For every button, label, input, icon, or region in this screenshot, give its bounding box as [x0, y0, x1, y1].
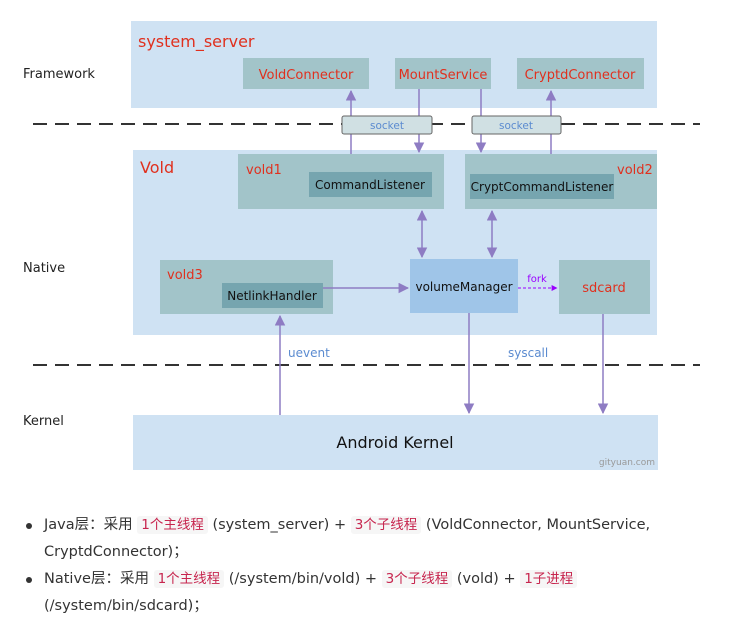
note-native-layer: Native层：采用 1个主线程 (/system/bin/vold) + 3个…	[20, 566, 720, 620]
vold-title: Vold	[140, 158, 174, 177]
netlink-handler-box	[222, 283, 323, 308]
crypt-command-listener-label: CryptCommandListener	[471, 180, 614, 194]
vold1-label: vold1	[246, 163, 282, 178]
crypt-command-listener-box	[470, 174, 614, 199]
vold-connector-box	[243, 58, 369, 89]
mount-service-box	[395, 58, 491, 89]
vold-connector-label: VoldConnector	[259, 68, 354, 83]
vold3-label: vold3	[167, 268, 203, 283]
command-listener-label: CommandListener	[315, 178, 425, 192]
socket-box-1	[341, 115, 433, 135]
layer-label-framework: Framework	[23, 67, 95, 82]
code-sub-process: 1子进程	[520, 570, 578, 588]
socket-label-1: socket	[370, 120, 404, 132]
note-java-layer: Java层：采用 1个主线程 (system_server) + 3个子线程 (…	[20, 512, 720, 566]
cryptd-connector-box	[517, 58, 644, 89]
layer-label-native: Native	[23, 261, 65, 276]
android-kernel-box	[133, 415, 658, 470]
netlink-handler-label: NetlinkHandler	[227, 289, 317, 303]
volume-manager-label: volumeManager	[415, 280, 512, 294]
android-kernel-label: Android Kernel	[336, 433, 453, 452]
code-sub-threads: 3个子线程	[350, 516, 422, 534]
vold2-label: vold2	[617, 163, 653, 178]
code-main-thread: 1个主线程	[153, 570, 225, 588]
mount-service-label: MountService	[399, 68, 488, 83]
cryptd-connector-label: CryptdConnector	[525, 68, 636, 83]
code-main-thread: 1个主线程	[137, 516, 208, 534]
socket-label-2: socket	[499, 120, 533, 132]
vold-architecture-diagram: Framework Native Kernel system_server Vo…	[23, 21, 700, 470]
fork-label: fork	[527, 274, 547, 285]
layer-label-kernel: Kernel	[23, 414, 64, 429]
command-listener-box	[309, 172, 432, 197]
volume-manager-box	[410, 259, 518, 313]
code-sub-threads: 3个子线程	[381, 570, 453, 588]
uevent-label: uevent	[288, 346, 330, 360]
socket-box-2	[471, 115, 562, 135]
bullet-icon	[26, 523, 32, 529]
sdcard-box	[559, 260, 650, 314]
system-server-title: system_server	[138, 32, 255, 52]
notes-list: Java层：采用 1个主线程 (system_server) + 3个子线程 (…	[20, 512, 720, 620]
syscall-label: syscall	[508, 346, 548, 360]
watermark-text: gityuan.com	[599, 458, 655, 468]
sdcard-label: sdcard	[582, 281, 626, 296]
bullet-icon	[26, 577, 32, 583]
